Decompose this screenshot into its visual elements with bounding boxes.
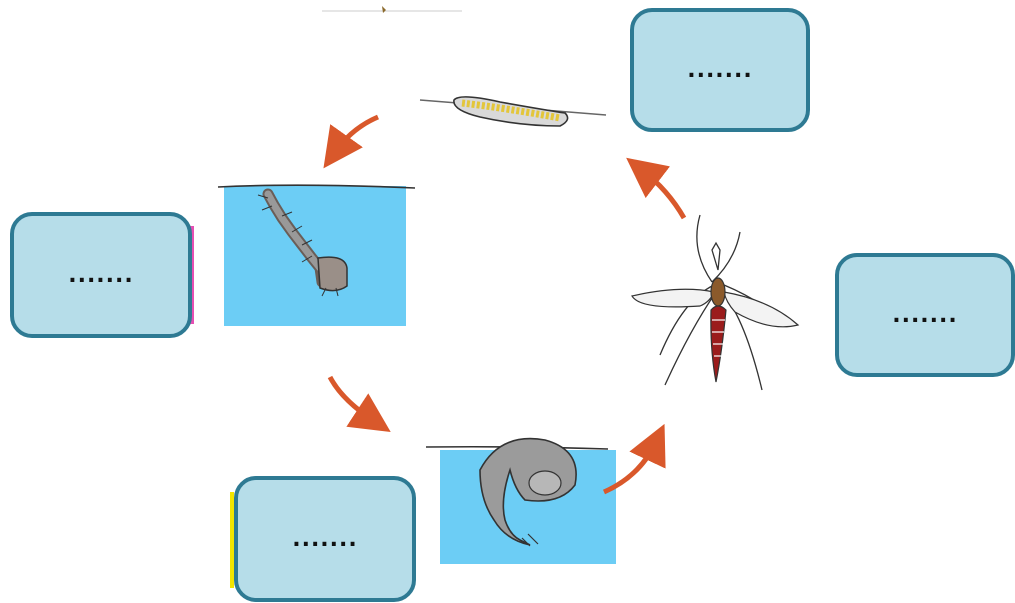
label-box-larva[interactable]: ....... (10, 212, 192, 338)
label-adult-text: ....... (892, 303, 958, 328)
larva-icon (218, 185, 415, 326)
arrow-adult-to-eggs (642, 170, 684, 218)
label-pupa-text: ....... (292, 527, 358, 552)
label-box-adult[interactable]: ....... (835, 253, 1015, 377)
label-box-pupa[interactable]: ....... (234, 476, 416, 602)
arrow-larva-to-pupa (330, 377, 374, 421)
arrow-eggs-to-larva (335, 117, 378, 152)
top-fragment (322, 6, 462, 13)
label-eggs-text: ....... (687, 58, 753, 83)
egg-raft-icon (420, 97, 606, 126)
pupa-icon (426, 439, 616, 564)
label-larva-text: ....... (68, 263, 134, 288)
label-box-eggs[interactable]: ....... (630, 8, 810, 132)
mosquito-icon (632, 215, 798, 390)
